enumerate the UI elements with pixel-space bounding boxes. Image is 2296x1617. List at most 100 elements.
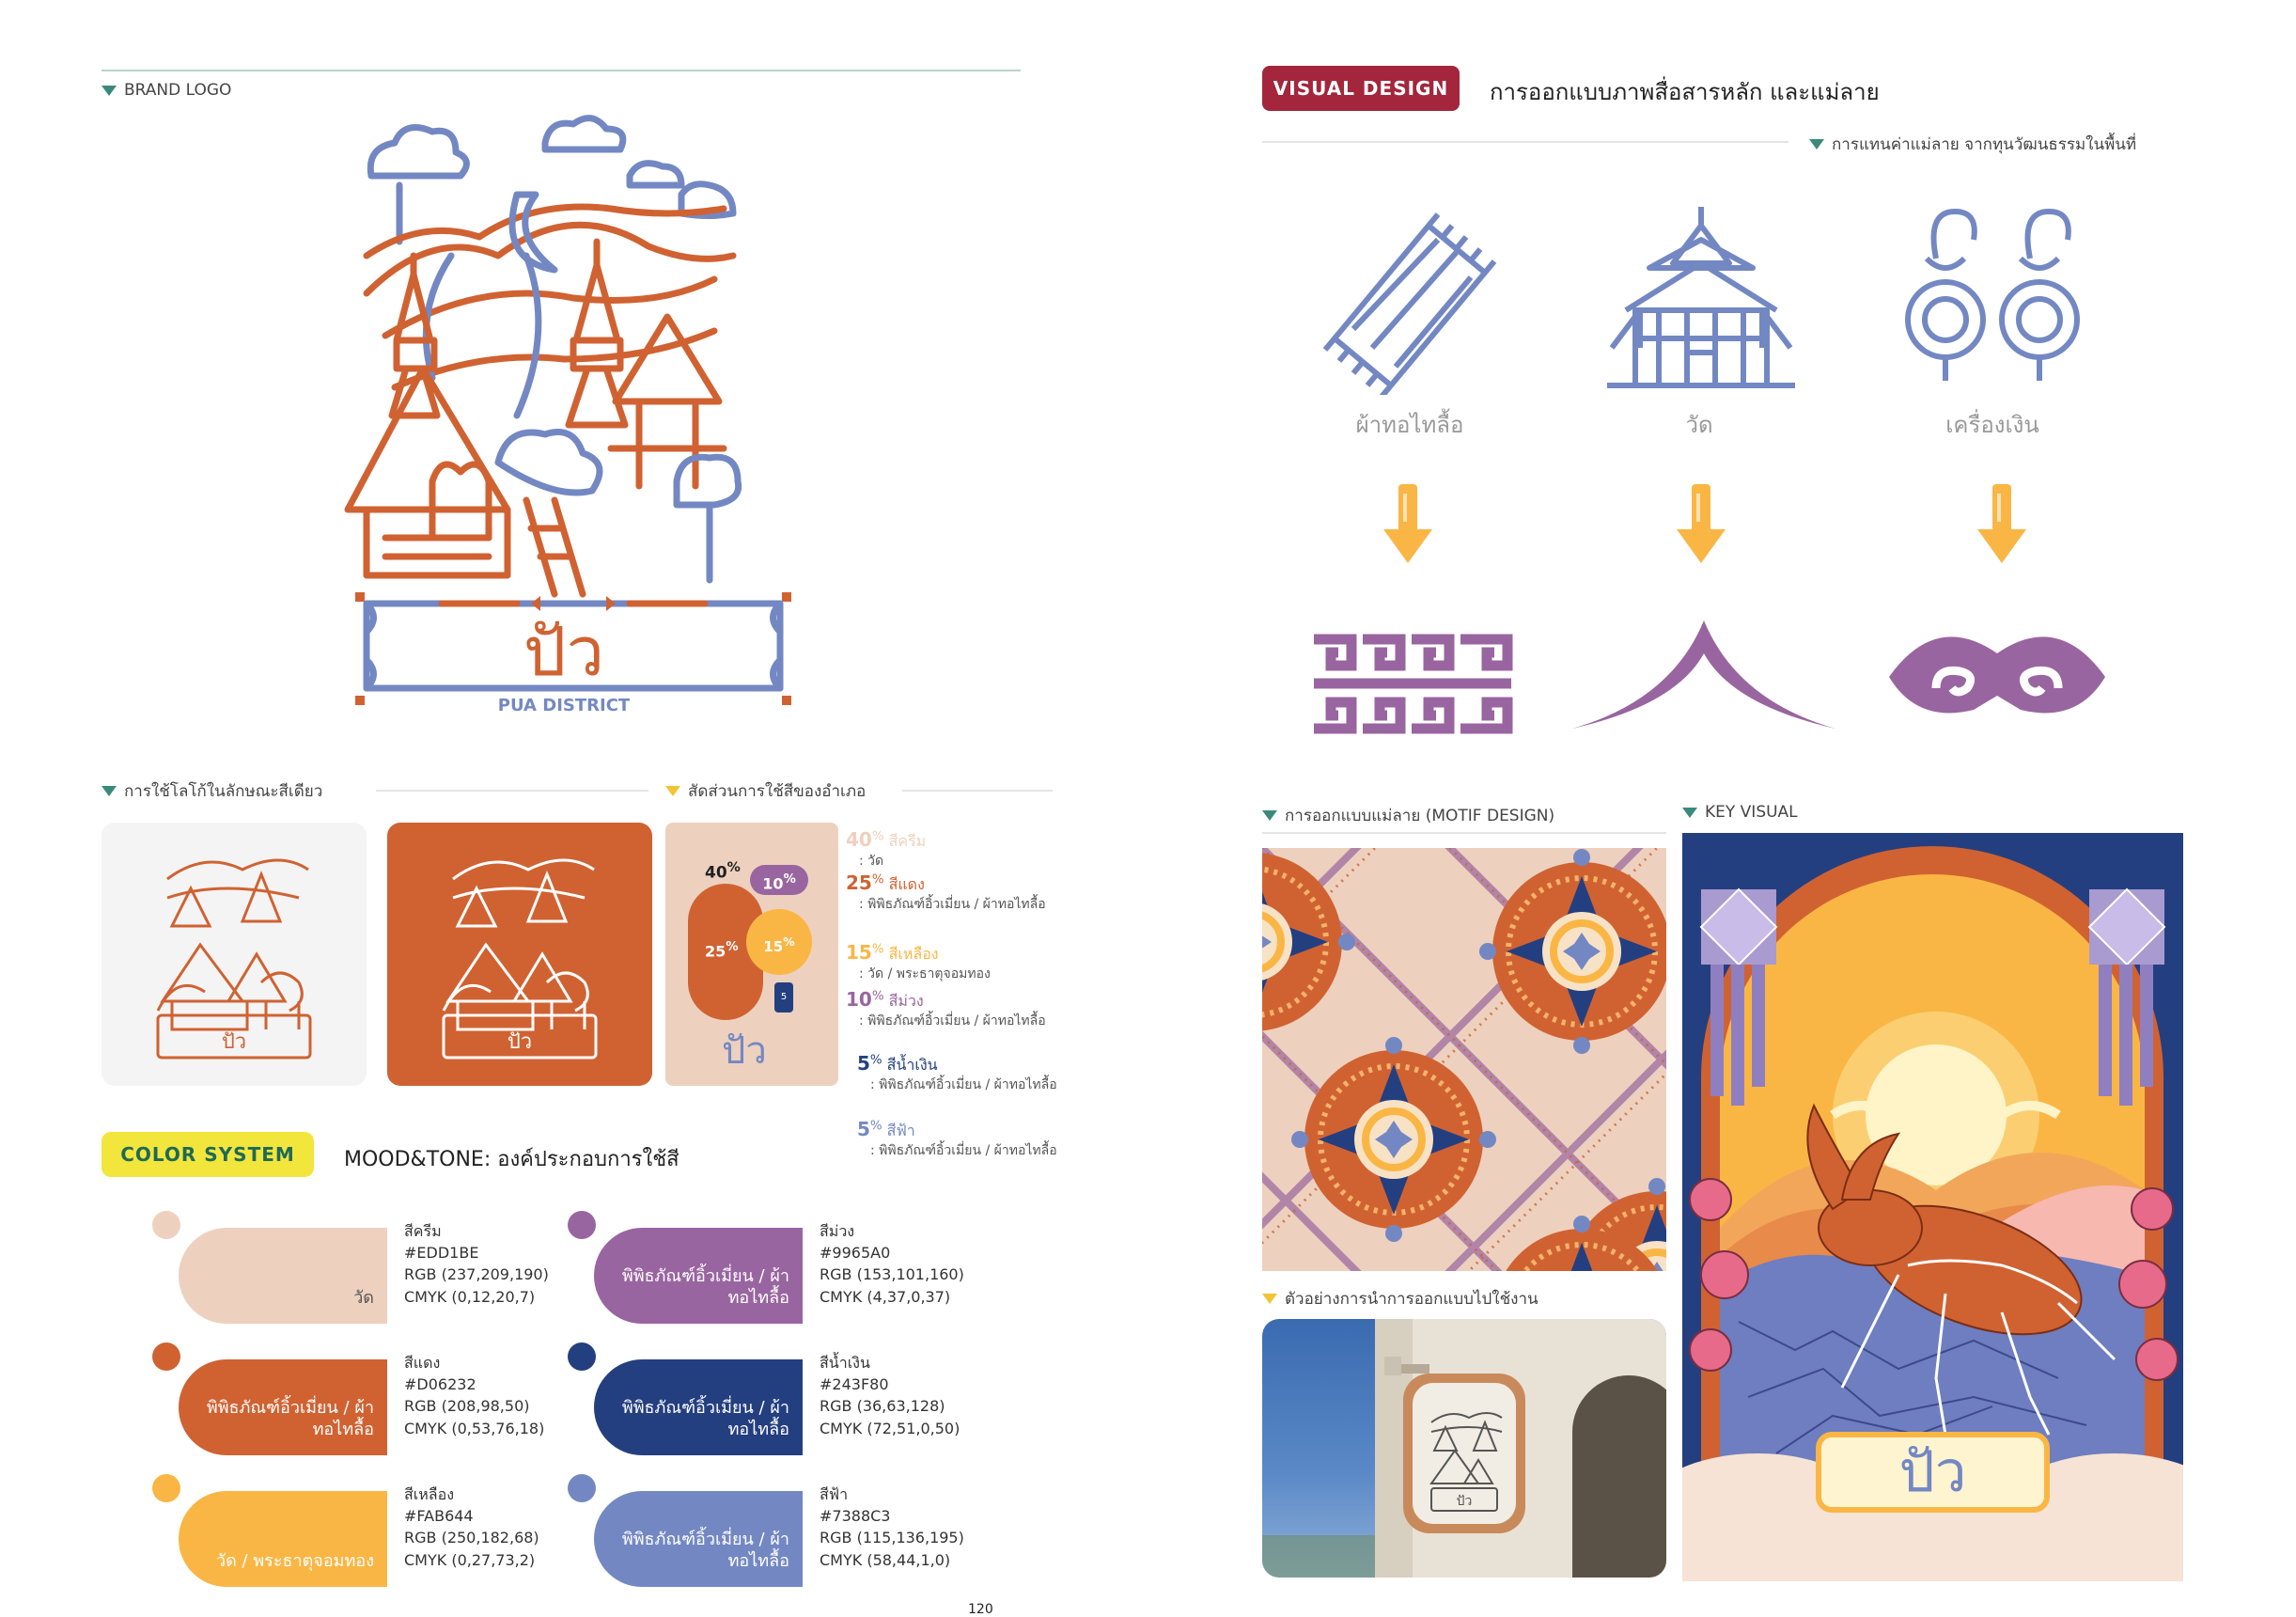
- svg-text:ปัว: ปัว: [1457, 1494, 1473, 1509]
- arrow-down-icon-2: [1677, 484, 1726, 563]
- swatch-name: สีม่วง: [820, 1222, 855, 1240]
- visual-subtitle: การแทนค่าแม่ลาย จากทุนวัฒนธรรมในพื้นที่: [1809, 132, 2136, 157]
- swatch-usage-label: พิพิธภัณฑ์อิ้วเมี่ยน / ผ้าทอไทลื้อ: [621, 1530, 789, 1571]
- motif-pattern-tiles: [1262, 848, 1666, 1271]
- percent-sign: %: [869, 1053, 882, 1068]
- ratio-logo-text: ปัว: [722, 1029, 767, 1073]
- swatch-name: สีน้ำเงิน: [820, 1354, 870, 1372]
- brand-logo: [344, 115, 791, 705]
- ratio-rule: [902, 790, 1053, 792]
- swatch-dot: [568, 1211, 596, 1239]
- swatch-rgb: RGB (36,63,128): [820, 1397, 945, 1416]
- color-swatch: วัด / พระธาตุจอมทอง: [179, 1491, 387, 1587]
- percent-sign: %: [871, 829, 884, 844]
- color-swatch: พิพิธภัณฑ์อิ้วเมี่ยน / ผ้าทอไทลื้อ: [594, 1491, 803, 1587]
- swatch-usage-label: วัด / พระธาตุจอมทอง: [216, 1550, 374, 1571]
- ratio-legend-item: 25% สีแดง : พิพิธภัณฑ์อิ้วเมี่ยน / ผ้าทอไ…: [846, 871, 1062, 914]
- top-rule: [102, 70, 1021, 71]
- logo-mono-dark: ปัว: [387, 823, 652, 1086]
- swatch-rgb: RGB (208,98,50): [404, 1397, 530, 1416]
- motif-rule: [1262, 832, 1666, 834]
- ratio-legend-desc: : วัด: [859, 854, 884, 869]
- source-caption-temple: วัด: [1685, 412, 1713, 438]
- ratio-legend-desc: : พิพิธภัณฑ์อิ้วเมี่ยน / ผ้าทอไทลื้อ: [859, 897, 1046, 912]
- swatch-cmyk: CMYK (0,27,73,2): [404, 1550, 536, 1569]
- swatch-cmyk: CMYK (0,12,20,7): [404, 1287, 536, 1306]
- ratio-legend-desc: : พิพิธภัณฑ์อิ้วเมี่ยน / ผ้าทอไทลื้อ: [870, 1077, 1057, 1092]
- ratio-legend-item: 15% สีเหลือง: วัด / พระธาตุจอมทอง: [846, 940, 1062, 983]
- ratio-legend-name: สีเหลือง: [883, 945, 939, 963]
- triangle-marker-icon: [1262, 1294, 1277, 1304]
- key-visual-artwork: [1682, 833, 2183, 1581]
- swatch-name: สีเหลือง: [404, 1485, 455, 1503]
- ratio-legend-desc: : พิพิธภัณฑ์อิ้วเมี่ยน / ผ้าทอไทลื้อ: [870, 1143, 1057, 1158]
- signage-scene: ปัว: [1262, 1319, 1666, 1578]
- logo-wordmark: ปัว: [523, 612, 605, 691]
- arrow-down-icon-3: [1977, 484, 2026, 563]
- ratio-40-label: 40%: [705, 860, 741, 883]
- swatch-cmyk: CMYK (72,51,0,50): [820, 1419, 961, 1437]
- ratio-25-label: 25%: [705, 940, 739, 961]
- spiral-motif-icon: [1889, 636, 2105, 714]
- swatch-name: สีครีม: [404, 1222, 442, 1240]
- source-caption-silver: เครื่องเงิน: [1945, 412, 2039, 438]
- color-system-badge: COLOR SYSTEM: [102, 1132, 314, 1177]
- color-swatch: พิพิธภัณฑ์อิ้วเมี่ยน / ผ้าทอไทลื้อ: [594, 1359, 803, 1455]
- logo-mono-light: ปัว: [102, 823, 367, 1086]
- ratio-legend-percent: 15: [846, 941, 872, 964]
- ratio-legend-name: สีแดง: [883, 875, 925, 893]
- ratio-legend-name: สีครีม: [883, 832, 927, 850]
- triangle-marker-icon: [1682, 807, 1697, 818]
- key-visual-wordmark: ปัว: [1898, 1439, 1967, 1505]
- swatch-rgb: RGB (153,101,160): [820, 1265, 964, 1284]
- percent-sign: %: [871, 872, 884, 887]
- triangle-marker-icon: [102, 786, 117, 796]
- swatch-dot: [568, 1342, 596, 1371]
- swatch-name: สีฟ้า: [820, 1485, 849, 1503]
- swatch-cmyk: CMYK (0,53,76,18): [404, 1419, 545, 1437]
- swatch-dot: [152, 1474, 180, 1502]
- swatch-usage-label: พิพิธภัณฑ์อิ้วเมี่ยน / ผ้าทอไทลื้อ: [206, 1398, 374, 1439]
- svg-text:ปัว: ปัว: [222, 1030, 246, 1054]
- arrow-down-icon-1: [1383, 484, 1432, 563]
- swatch-hex: #9965A0: [820, 1244, 891, 1263]
- woven-cloth-icon: [1322, 212, 1497, 395]
- swatch-name: สีแดง: [404, 1354, 441, 1372]
- ratio-legend-item: 5% สีฟ้า: พิพิธภัณฑ์อิ้วเมี่ยน / ผ้าทอไท…: [857, 1117, 1073, 1160]
- swatch-usage-label: พิพิธภัณฑ์อิ้วเมี่ยน / ผ้าทอไทลื้อ: [621, 1398, 789, 1439]
- swatch-usage-label: วัด: [353, 1287, 374, 1308]
- ratio-15-circle: 15%: [746, 909, 812, 975]
- ratio-legend-percent: 25: [846, 871, 872, 894]
- swatch-hex: #243F80: [820, 1375, 889, 1394]
- ratio-legend-percent: 5: [857, 1052, 870, 1075]
- svg-text:ปัว: ปัว: [508, 1030, 532, 1054]
- triangle-marker-icon: [1809, 139, 1824, 149]
- temple-icon: [1607, 207, 1795, 388]
- logo-subtitle: PUA DISTRICT: [497, 696, 631, 715]
- mood-tone-title: MOOD&TONE: องค์ประกอบการใช้สี: [344, 1148, 679, 1171]
- percent-sign: %: [869, 1119, 882, 1134]
- roof-motif-icon: [1572, 620, 1835, 729]
- swatch-hex: #FAB644: [404, 1507, 474, 1526]
- triangle-marker-icon: [1262, 810, 1277, 821]
- swatch-dot: [152, 1342, 180, 1371]
- ratio-legend-name: สีม่วง: [883, 992, 924, 1010]
- triangle-marker-icon: [665, 786, 680, 796]
- swatch-hex: #EDD1BE: [404, 1244, 479, 1263]
- ratio-heading: สัดส่วนการใช้สีของอำเภอ: [665, 778, 866, 804]
- key-pattern-motif-icon: [1314, 634, 1513, 734]
- triangle-marker-icon: [102, 85, 117, 96]
- swatch-rgb: RGB (250,182,68): [404, 1529, 539, 1547]
- swatch-usage-label: พิพิธภัณฑ์อิ้วเมี่ยน / ผ้าทอไทลื้อ: [621, 1266, 789, 1308]
- swatch-dot: [152, 1211, 180, 1239]
- ratio-legend-item: 5% สีน้ำเงิน: พิพิธภัณฑ์อิ้วเมี่ยน / ผ้า…: [857, 1051, 1073, 1094]
- swatch-cmyk: CMYK (58,44,1,0): [820, 1550, 951, 1569]
- logo-mono-orange-icon: ปัว: [156, 858, 312, 1060]
- ratio-legend-name: สีฟ้า: [882, 1122, 915, 1139]
- swatch-rgb: RGB (115,136,195): [820, 1529, 964, 1547]
